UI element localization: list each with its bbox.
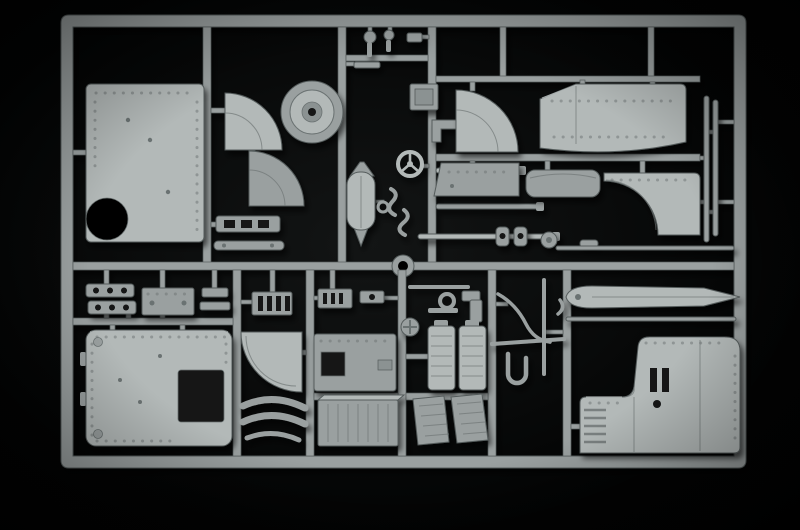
suspension-brackets-part [85,283,137,315]
runner-feeder [499,26,507,80]
chassis-floor-plate-part [80,329,233,447]
angle-brackets-part [199,287,231,311]
hub-and-fittings-part [400,285,483,337]
side-plate-part [433,162,520,197]
runner-horizontal [435,153,701,162]
tow-hooks-part [376,187,410,237]
parts-bottom-right [565,285,741,454]
runner-horizontal [405,392,489,401]
leaf-spring-strips-part [703,95,719,243]
cab-vision-slit [662,368,669,392]
valve-handle-part [353,29,423,69]
runner-feeder [647,26,655,80]
seat-back-wedge-part [240,331,303,393]
parts-top-middle [346,29,560,248]
runner-vertical [427,26,437,267]
windshield-panel-part [455,89,519,153]
access-hatch-frame-part [409,83,439,111]
runner-vertical [397,269,407,457]
road-wheel-part [540,231,599,249]
wheel-arch-fender-part [603,172,701,236]
runner-vertical [487,269,497,457]
l-bracket-part [431,119,457,143]
leaf-spring-stack-part [427,320,487,391]
turret-ring-part [280,80,344,144]
runner-vertical [337,26,347,267]
runner-horizontal [72,317,234,326]
fuel-tank-part [346,161,376,248]
fender-strips-part [239,395,309,443]
exhaust-pipes-part [490,278,566,386]
shackle-pair-part [495,226,528,247]
engine-cover-panel-part [539,83,687,153]
sprue-gates [72,26,735,430]
louvered-radiator-box-part [316,394,406,447]
hull-floor-plate-part [85,83,205,243]
runner-vertical [562,269,572,457]
runner-vertical [232,269,242,457]
runner-horizontal [435,75,701,83]
boat-shaped-shield-part [565,285,741,309]
tie-rod-long-part [555,245,735,251]
running-board-part [525,169,601,198]
steering-wheel-part [396,150,424,178]
parts-bottom-left [80,283,385,447]
cab-vision-slit [650,368,657,392]
curved-fender-upper-part [224,92,283,151]
side-panel-with-hatch-part [313,333,397,392]
parts-top-right [433,83,735,251]
parts-top-left [85,80,344,251]
runner-vertical [305,269,315,457]
runner-hub-hole [398,261,408,271]
louvered-vent-part [251,291,293,316]
vent-grille-part [317,288,385,309]
cab-port-hole [653,400,661,408]
slotted-ladder-bracket-part [213,215,285,251]
curved-fender-lower-part [248,150,305,207]
backing-plate-part [141,287,195,316]
frame-border [60,14,747,469]
sprue-frame [60,14,747,469]
armored-cab-body-part [579,336,741,454]
ribbed-plates-part [412,393,489,446]
runner-horizontal [345,54,429,62]
parts-bottom-middle [313,278,566,447]
tie-rod-part [565,316,737,322]
